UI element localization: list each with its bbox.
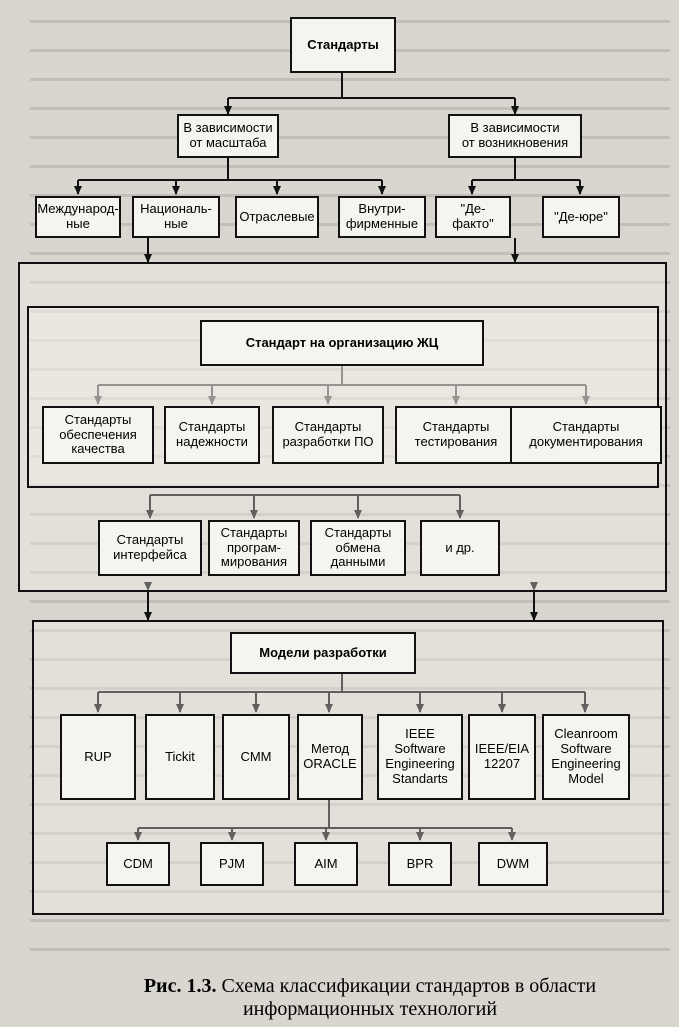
data-exchange-standards-box: Стандарты обмена данными	[310, 520, 406, 576]
org-lifecycle-header-box: Стандарт на организацию ЖЦ	[200, 320, 484, 366]
model-rup-box: RUP	[60, 714, 136, 800]
reliability-standards-box: Стандарты надежности	[164, 406, 260, 464]
by-origin-box: В зависимости от возникновения	[448, 114, 582, 158]
model-aim-box: AIM	[294, 842, 358, 886]
origin-de-jure-box: "Де-юре"	[542, 196, 620, 238]
software-development-standards-box: Стандарты разработки ПО	[272, 406, 384, 464]
model-tickit-box: Tickit	[145, 714, 215, 800]
origin-de-facto-box: "Де-факто"	[435, 196, 511, 238]
scale-international-box: Международ- ные	[35, 196, 121, 238]
background-text-page	[30, 0, 670, 960]
interface-standards-box: Стандарты интерфейса	[98, 520, 202, 576]
model-ieee-software-engineering-box: IEEE Software Engineering Standarts	[377, 714, 463, 800]
figure-label: Рис. 1.3.	[143, 975, 217, 997]
scale-national-box: Националь- ные	[132, 196, 220, 238]
model-oracle-method-box: Метод ORACLE	[297, 714, 363, 800]
testing-standards-box: Стандарты тестирования	[395, 406, 517, 464]
root-standards-box: Стандарты	[290, 17, 396, 73]
scale-internal-box: Внутри- фирменные	[338, 196, 426, 238]
documentation-standards-box: Стандарты документирования	[510, 406, 662, 464]
figure-caption-text: Схема классификации стандартов в области…	[221, 975, 597, 1020]
quality-standards-box: Стандарты обеспечения качества	[42, 406, 154, 464]
by-scale-box: В зависимости от масштаба	[177, 114, 279, 158]
model-bpr-box: BPR	[388, 842, 452, 886]
model-dwm-box: DWM	[478, 842, 548, 886]
model-ieee-eia-12207-box: IEEE/EIA 12207	[468, 714, 536, 800]
etc-box: и др.	[420, 520, 500, 576]
development-models-header-box: Модели разработки	[230, 632, 416, 674]
scale-industry-box: Отраслевые	[235, 196, 319, 238]
model-cmm-box: CMM	[222, 714, 290, 800]
model-cleanroom-box: Cleanroom Software Engineering Model	[542, 714, 630, 800]
programming-standards-box: Стандарты програм- мирования	[208, 520, 300, 576]
figure-caption: Рис. 1.3. Схема классификации стандартов…	[90, 975, 650, 1021]
model-pjm-box: PJM	[200, 842, 264, 886]
model-cdm-box: CDM	[106, 842, 170, 886]
